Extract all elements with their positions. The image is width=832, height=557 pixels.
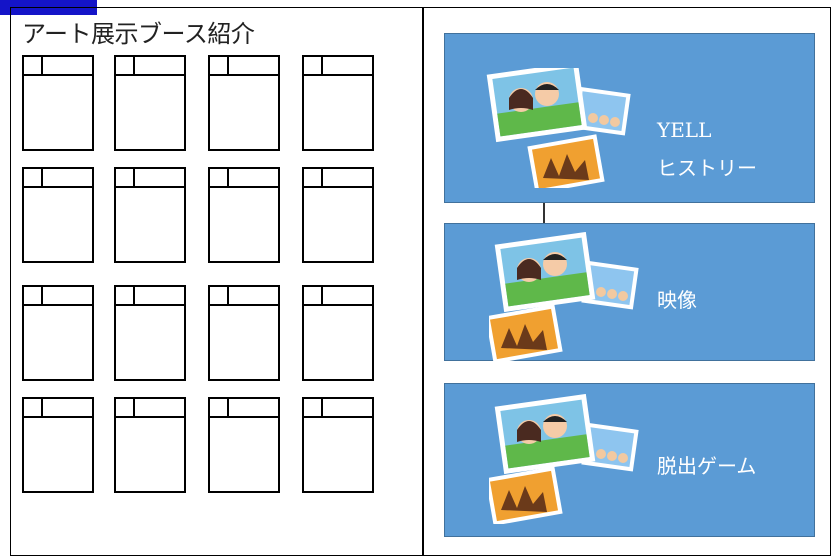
booth-box bbox=[302, 397, 374, 493]
booth-header-line bbox=[116, 186, 184, 188]
booth-tab-line bbox=[321, 399, 323, 418]
connector-line bbox=[543, 203, 545, 223]
booth-header-line bbox=[24, 74, 92, 76]
card-video[interactable]: 映像 bbox=[444, 223, 815, 364]
booth-tab-line bbox=[227, 57, 229, 76]
booth-header-line bbox=[24, 416, 92, 418]
booth-box bbox=[302, 285, 374, 381]
booth-box bbox=[208, 397, 280, 493]
booth-tab-line bbox=[321, 57, 323, 76]
booth-tab-line bbox=[133, 399, 135, 418]
center-divider bbox=[422, 7, 424, 556]
booth-header-line bbox=[24, 186, 92, 188]
booth-section-title: アート展示ブース紹介 bbox=[22, 20, 255, 48]
booth-header-line bbox=[116, 416, 184, 418]
booth-tab-line bbox=[41, 287, 43, 306]
booth-header-line bbox=[210, 304, 278, 306]
booth-header-line bbox=[304, 186, 372, 188]
card-yell-history[interactable]: YELL ヒストリー bbox=[444, 33, 815, 203]
booth-box bbox=[114, 285, 186, 381]
booth-tab-line bbox=[133, 169, 135, 188]
booth-tab-line bbox=[227, 287, 229, 306]
booth-header-line bbox=[116, 304, 184, 306]
booth-box bbox=[22, 285, 94, 381]
page-frame bbox=[10, 7, 831, 556]
booth-tab-line bbox=[41, 399, 43, 418]
card-label-history: ヒストリー bbox=[657, 156, 757, 180]
booth-tab-line bbox=[133, 287, 135, 306]
booth-box bbox=[22, 55, 94, 151]
booth-box bbox=[114, 397, 186, 493]
booth-box bbox=[208, 167, 280, 263]
booth-tab-line bbox=[321, 169, 323, 188]
booth-header-line bbox=[304, 304, 372, 306]
booth-header-line bbox=[304, 74, 372, 76]
booth-box bbox=[302, 167, 374, 263]
booth-box bbox=[22, 167, 94, 263]
booth-box bbox=[208, 55, 280, 151]
card-label-escape-game: 脱出ゲーム bbox=[657, 454, 757, 478]
booth-box bbox=[302, 55, 374, 151]
booth-box bbox=[114, 55, 186, 151]
booth-header-line bbox=[304, 416, 372, 418]
booth-tab-line bbox=[227, 399, 229, 418]
booth-box bbox=[208, 285, 280, 381]
booth-tab-line bbox=[133, 57, 135, 76]
card-label-yell: YELL bbox=[657, 118, 712, 142]
booth-tab-line bbox=[41, 57, 43, 76]
booth-header-line bbox=[210, 416, 278, 418]
booth-header-line bbox=[210, 186, 278, 188]
booth-tab-line bbox=[41, 169, 43, 188]
booth-tab-line bbox=[227, 169, 229, 188]
booth-header-line bbox=[116, 74, 184, 76]
booth-box bbox=[22, 397, 94, 493]
card-escape-game[interactable]: 脱出ゲーム bbox=[444, 383, 815, 537]
photos-illustration-icon bbox=[485, 393, 639, 528]
booth-header-line bbox=[210, 74, 278, 76]
photos-illustration-icon bbox=[481, 61, 631, 194]
card-label-video: 映像 bbox=[657, 288, 697, 312]
photos-illustration-icon bbox=[485, 231, 639, 366]
booth-tab-line bbox=[321, 287, 323, 306]
booth-header-line bbox=[24, 304, 92, 306]
booth-box bbox=[114, 167, 186, 263]
